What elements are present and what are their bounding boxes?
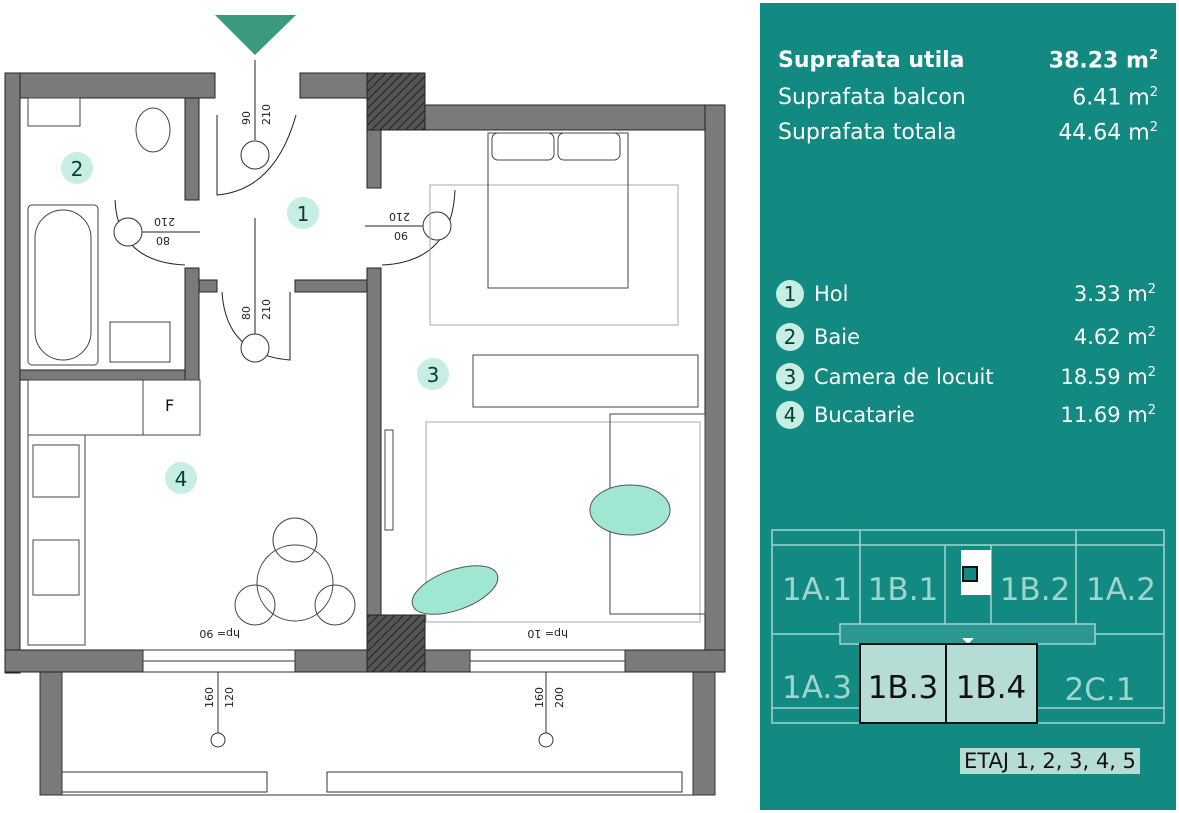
label: Suprafata totala bbox=[778, 120, 957, 145]
door-dim-kitchen-height: 210 bbox=[260, 299, 273, 320]
window-marker bbox=[538, 732, 554, 748]
value: 6.41 m2 bbox=[1072, 85, 1158, 111]
balcony-area-row: Suprafata balcon 6.41 m2 bbox=[778, 85, 1158, 110]
info-panel: Suprafata utila 38.23 m2 Suprafata balco… bbox=[760, 3, 1176, 810]
label: Suprafata utila bbox=[778, 48, 965, 73]
value: 38.23 m2 bbox=[1048, 48, 1158, 74]
svg-text:3: 3 bbox=[427, 363, 440, 387]
door-dim-living-height: 210 bbox=[389, 210, 410, 223]
unit-1B.2: 1B.2 bbox=[1000, 572, 1071, 608]
window-dim: 200 bbox=[553, 687, 566, 708]
unit-2C.1: 2C.1 bbox=[1065, 672, 1136, 708]
toilet-icon bbox=[135, 107, 171, 153]
window-marker bbox=[210, 732, 226, 748]
bed-icon bbox=[487, 132, 629, 289]
window-dim: 160 bbox=[203, 687, 216, 708]
door-dim-bath-width: 80 bbox=[156, 234, 170, 247]
floors-label: ETAJ 1, 2, 3, 4, 5 bbox=[960, 748, 1140, 774]
svg-text:2: 2 bbox=[71, 157, 84, 181]
balcony bbox=[39, 671, 716, 796]
unit-1A.1: 1A.1 bbox=[782, 572, 852, 608]
svg-text:1: 1 bbox=[297, 202, 310, 226]
unit-1B.3: 1B.3 bbox=[868, 670, 939, 706]
entry-arrow-icon bbox=[215, 15, 296, 55]
room-badges: 1 2 3 4 bbox=[61, 152, 449, 494]
windows bbox=[142, 649, 626, 673]
furniture bbox=[27, 97, 706, 646]
svg-text:4: 4 bbox=[175, 467, 188, 491]
hp-kitchen: hp= 90 bbox=[199, 627, 240, 640]
door-dim-bath-height: 210 bbox=[154, 215, 175, 228]
door-dim-entry-width: 90 bbox=[240, 111, 253, 125]
structural-column bbox=[366, 614, 426, 673]
door-circles bbox=[113, 140, 452, 363]
label: Suprafata balcon bbox=[778, 85, 966, 110]
unit-1A.3: 1A.3 bbox=[782, 670, 852, 706]
door-dim-entry-height: 210 bbox=[260, 104, 273, 125]
door-dim-kitchen-width: 80 bbox=[240, 306, 253, 320]
value: 44.64 m2 bbox=[1058, 120, 1158, 146]
unit-1B.4: 1B.4 bbox=[956, 670, 1027, 706]
window-dim: 120 bbox=[223, 687, 236, 708]
usable-area-row: Suprafata utila 38.23 m2 bbox=[778, 48, 1158, 73]
structural-column bbox=[366, 72, 426, 131]
fridge-label: F bbox=[165, 396, 174, 415]
floor-plan: 90 210 210 80 210 90 80 210 hp= 90 hp= 1… bbox=[4, 15, 726, 796]
unit-1B.1: 1B.1 bbox=[868, 572, 939, 608]
unit-1A.2: 1A.2 bbox=[1086, 572, 1156, 608]
window-dim: 160 bbox=[533, 687, 546, 708]
walls bbox=[4, 72, 726, 674]
hp-living: hp= 10 bbox=[527, 627, 568, 640]
total-area-row: Suprafata totala 44.64 m2 bbox=[778, 120, 1158, 145]
door-dim-living-width: 90 bbox=[394, 229, 408, 242]
door-swings bbox=[114, 60, 456, 361]
key-plan: 1A.1 1B.1 1B.2 1A.2 1A.3 1B.3 1B.4 2C.1 bbox=[771, 529, 1165, 724]
